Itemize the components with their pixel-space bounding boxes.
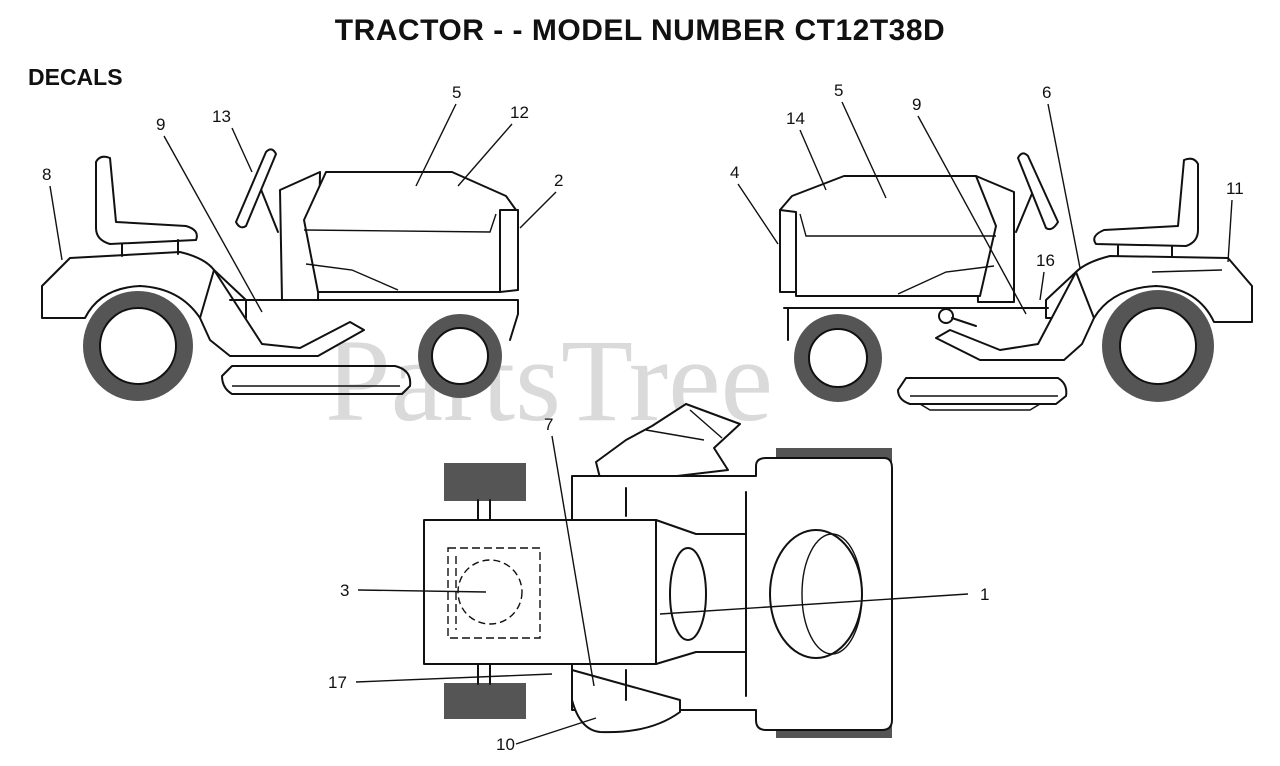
steering-detail-top [645, 409, 723, 441]
callout-13-left: 13 [212, 107, 231, 126]
leader-16-right [1039, 271, 1045, 301]
frame-left [229, 299, 519, 341]
dash-left [279, 171, 321, 301]
callout-4-right: 4 [730, 163, 739, 182]
callout-5-left: 5 [452, 83, 461, 102]
tractor-left-side-view [41, 148, 519, 401]
rear-fender-left [41, 251, 247, 319]
callout-10-top: 10 [496, 735, 515, 754]
callouts-left: 8 9 13 5 12 2 [42, 83, 563, 313]
callout-12-left: 12 [510, 103, 529, 122]
callout-1-top: 1 [980, 585, 989, 604]
leader-3-top [357, 589, 487, 593]
front-rim-left [431, 327, 489, 385]
callout-8-left: 8 [42, 165, 51, 184]
leader-17-top [355, 673, 553, 683]
running-board-right [935, 271, 1095, 361]
leader-8-left [49, 185, 63, 261]
lift-lever-knob-right [938, 308, 954, 324]
rear-fender-right [1045, 255, 1253, 323]
leader-9-right [917, 115, 1027, 315]
leader-6-right [1047, 103, 1081, 269]
tire-top-front-right [444, 683, 526, 719]
tractor-top-view [423, 403, 893, 738]
hood-vent-left [305, 263, 399, 291]
leader-14-right [799, 129, 827, 191]
callout-11-right: 11 [1226, 179, 1244, 198]
hood-top [423, 519, 747, 665]
callout-5-right: 5 [834, 81, 843, 100]
callout-9-left: 9 [156, 115, 165, 134]
callout-16-right: 16 [1036, 251, 1055, 270]
mower-deck-right [897, 377, 1068, 405]
seat-left [95, 155, 198, 245]
running-board-left [199, 269, 365, 357]
deck-guard-top [571, 669, 681, 734]
section-label: DECALS [28, 64, 123, 90]
leader-10-top [515, 717, 597, 745]
seat-post-left [121, 239, 179, 257]
mower-deck-left [221, 365, 412, 395]
callouts-top: 7 3 1 17 10 [328, 415, 989, 754]
callout-7-top: 7 [544, 415, 553, 434]
callout-9-right: 9 [912, 95, 921, 114]
callout-2-left: 2 [554, 171, 563, 190]
leader-5-left [415, 103, 457, 187]
leader-4-right [737, 183, 779, 245]
callout-17-top: 17 [328, 673, 347, 692]
leader-2-left [519, 191, 557, 229]
rear-rim-left [99, 307, 177, 385]
seat-post-right [1117, 245, 1173, 257]
rear-rim-right [1119, 307, 1197, 385]
dash-ellipse-top [669, 547, 707, 641]
leader-7-top [551, 435, 595, 687]
leader-13-left [231, 127, 253, 173]
grille-left [499, 209, 519, 293]
hood-vent-right [897, 265, 995, 295]
grille-right [779, 209, 797, 293]
deck-skirt-right [919, 403, 1041, 411]
fender-decal-right [1151, 269, 1223, 273]
hood-seam-left [303, 213, 497, 233]
callouts-right: 4 14 5 9 6 16 11 [730, 81, 1244, 315]
tractor-right-side-view [779, 152, 1253, 411]
seat-inner-top [801, 533, 863, 655]
seat-right [1093, 157, 1199, 247]
callout-14-right: 14 [786, 109, 805, 128]
lift-lever-right [951, 317, 977, 327]
leader-1-top [659, 593, 969, 615]
engine-outline-top [447, 547, 541, 639]
diagram-title: TRACTOR - - MODEL NUMBER CT12T38D [334, 14, 946, 47]
front-rim-right [808, 328, 868, 388]
leader-12-left [457, 123, 513, 187]
tire-top-front-left [444, 463, 526, 501]
leader-11-right [1227, 199, 1233, 263]
callout-3-top: 3 [340, 581, 349, 600]
steering-wheel-right [1017, 152, 1059, 231]
hood-seam-right [799, 213, 996, 237]
leader-5-right [841, 101, 887, 199]
leader-9-left [163, 135, 263, 313]
callout-6-right: 6 [1042, 83, 1051, 102]
steering-wheel-left [235, 148, 277, 229]
